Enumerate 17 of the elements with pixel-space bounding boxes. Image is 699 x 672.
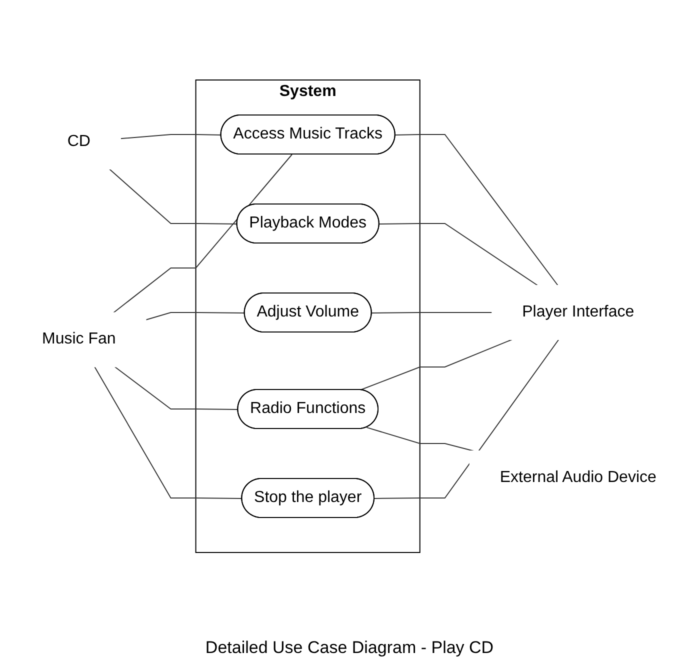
connector <box>94 366 243 499</box>
connector <box>120 134 222 139</box>
connector <box>379 222 538 286</box>
node-text: Player Interface <box>522 303 634 320</box>
connector <box>109 168 238 224</box>
diagram-caption: Detailed Use Case Diagram - Play CD <box>205 638 494 658</box>
connector <box>372 312 493 314</box>
connector <box>113 154 293 313</box>
connector <box>395 134 559 286</box>
node-text: External Audio Device <box>500 468 657 486</box>
connector <box>146 312 246 320</box>
connector <box>366 426 475 452</box>
node-text: Music Fan <box>42 330 116 348</box>
node-text: CD <box>68 132 91 150</box>
connector <box>360 338 513 390</box>
connector <box>114 366 239 410</box>
connector <box>374 338 560 499</box>
